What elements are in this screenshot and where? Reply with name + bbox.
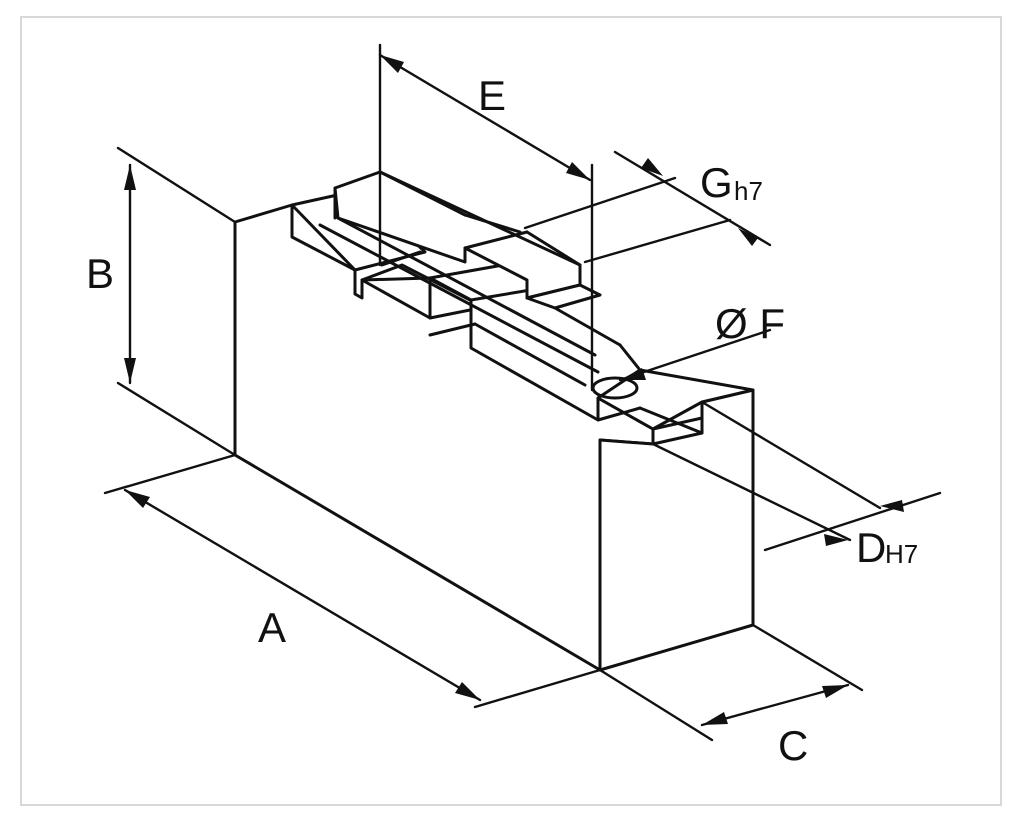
- dim-d: [651, 400, 942, 552]
- label-g: G: [700, 159, 733, 206]
- dim-c: [598, 623, 864, 742]
- dim-f: [618, 328, 772, 382]
- dim-a: [103, 453, 602, 709]
- label-c: C: [778, 722, 808, 769]
- label-f: Ø F: [715, 300, 785, 347]
- label-b: B: [86, 250, 114, 297]
- dim-b: [116, 146, 237, 457]
- dim-g: [523, 150, 772, 264]
- block-body: [233, 170, 755, 672]
- label-g-sub: h7: [734, 176, 763, 206]
- label-d: D: [856, 524, 886, 571]
- dim-e: [378, 43, 594, 392]
- label-a: A: [258, 604, 286, 651]
- label-d-sub: H7: [885, 539, 918, 569]
- label-e: E: [478, 72, 506, 119]
- top-rear-step-2: [525, 283, 602, 310]
